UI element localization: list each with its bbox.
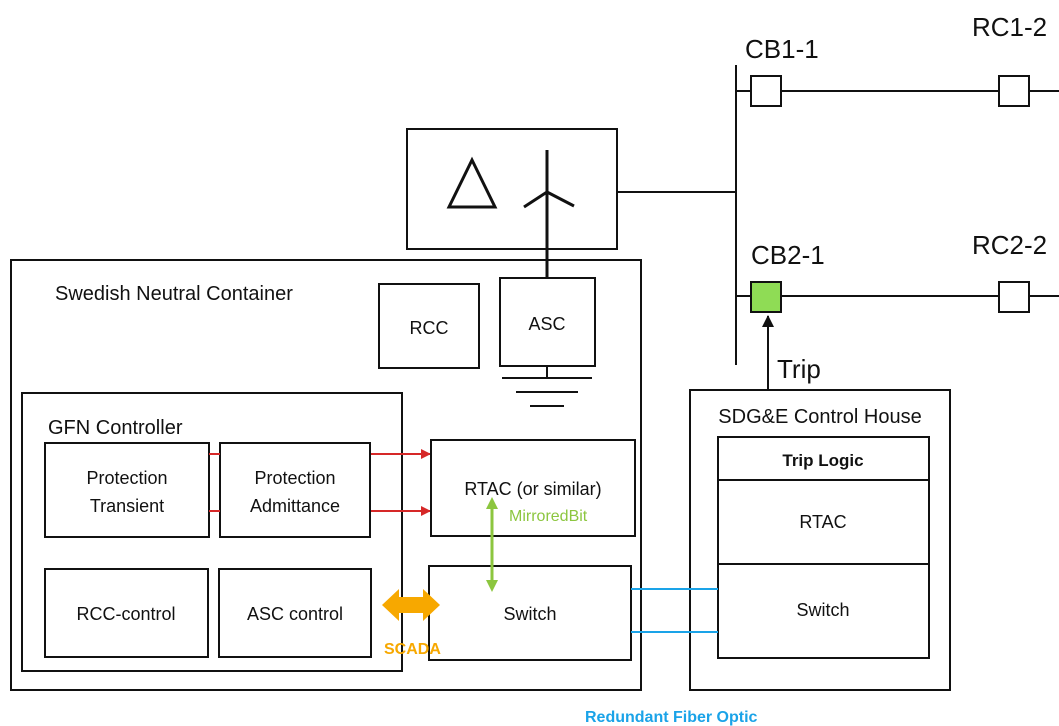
protection-transient-line1: Protection bbox=[86, 468, 167, 488]
container-title: Swedish Neutral Container bbox=[55, 283, 293, 305]
wye-winding-icon bbox=[523, 150, 575, 278]
mirroredbit-label: MirroredBit bbox=[509, 508, 588, 525]
rtac-left-box bbox=[430, 439, 636, 537]
swedish-neutral-container bbox=[10, 259, 642, 691]
switch-left-label: Switch bbox=[503, 604, 556, 624]
delta-winding-icon bbox=[446, 156, 498, 209]
rtac-right-box bbox=[717, 479, 930, 565]
trip-logic-label: Trip Logic bbox=[782, 451, 863, 470]
scada-arrow bbox=[382, 589, 440, 621]
protection-admittance-box bbox=[219, 442, 371, 538]
switch-right-box bbox=[717, 563, 930, 659]
asc-control-box bbox=[218, 568, 372, 658]
scada-label: SCADA bbox=[384, 641, 441, 658]
gfn-controller-title: GFN Controller bbox=[48, 417, 183, 439]
control-house-title: SDG&E Control House bbox=[718, 406, 921, 428]
fiber-label: Redundant Fiber Optic bbox=[585, 709, 758, 726]
rcc-control-box bbox=[44, 568, 209, 658]
rc1-label: RC1-2 bbox=[972, 12, 1047, 42]
breaker-cb2-1 bbox=[750, 281, 782, 313]
trip-label: Trip bbox=[777, 354, 821, 384]
cb1-label: CB1-1 bbox=[745, 34, 819, 64]
recloser-rc2-2 bbox=[998, 281, 1030, 313]
protection-admittance-line2: Admittance bbox=[250, 496, 340, 516]
cb2-label: CB2-1 bbox=[751, 240, 825, 270]
rcc-box bbox=[378, 283, 480, 369]
switch-right-label: Switch bbox=[796, 600, 849, 620]
trip-logic-box bbox=[717, 436, 930, 481]
transformer-box bbox=[406, 128, 618, 250]
recloser-rc1-2 bbox=[998, 75, 1030, 107]
protection-transient-box bbox=[44, 442, 210, 538]
rtac-left-label: RTAC (or similar) bbox=[464, 479, 601, 499]
breaker-cb1-1 bbox=[750, 75, 782, 107]
gfn-controller bbox=[21, 392, 403, 672]
control-house bbox=[689, 389, 951, 691]
asc-control-label: ASC control bbox=[247, 604, 343, 624]
rcc-label: RCC bbox=[410, 318, 449, 338]
rc2-label: RC2-2 bbox=[972, 230, 1047, 260]
protection-admittance-line1: Protection bbox=[254, 468, 335, 488]
switch-left-box bbox=[428, 565, 632, 661]
ground-icon bbox=[502, 366, 592, 407]
asc-box bbox=[499, 277, 596, 367]
protection-transient-line2: Transient bbox=[90, 496, 164, 516]
rtac-right-label: RTAC bbox=[799, 512, 846, 532]
asc-label: ASC bbox=[528, 314, 565, 334]
rcc-control-label: RCC-control bbox=[76, 604, 175, 624]
